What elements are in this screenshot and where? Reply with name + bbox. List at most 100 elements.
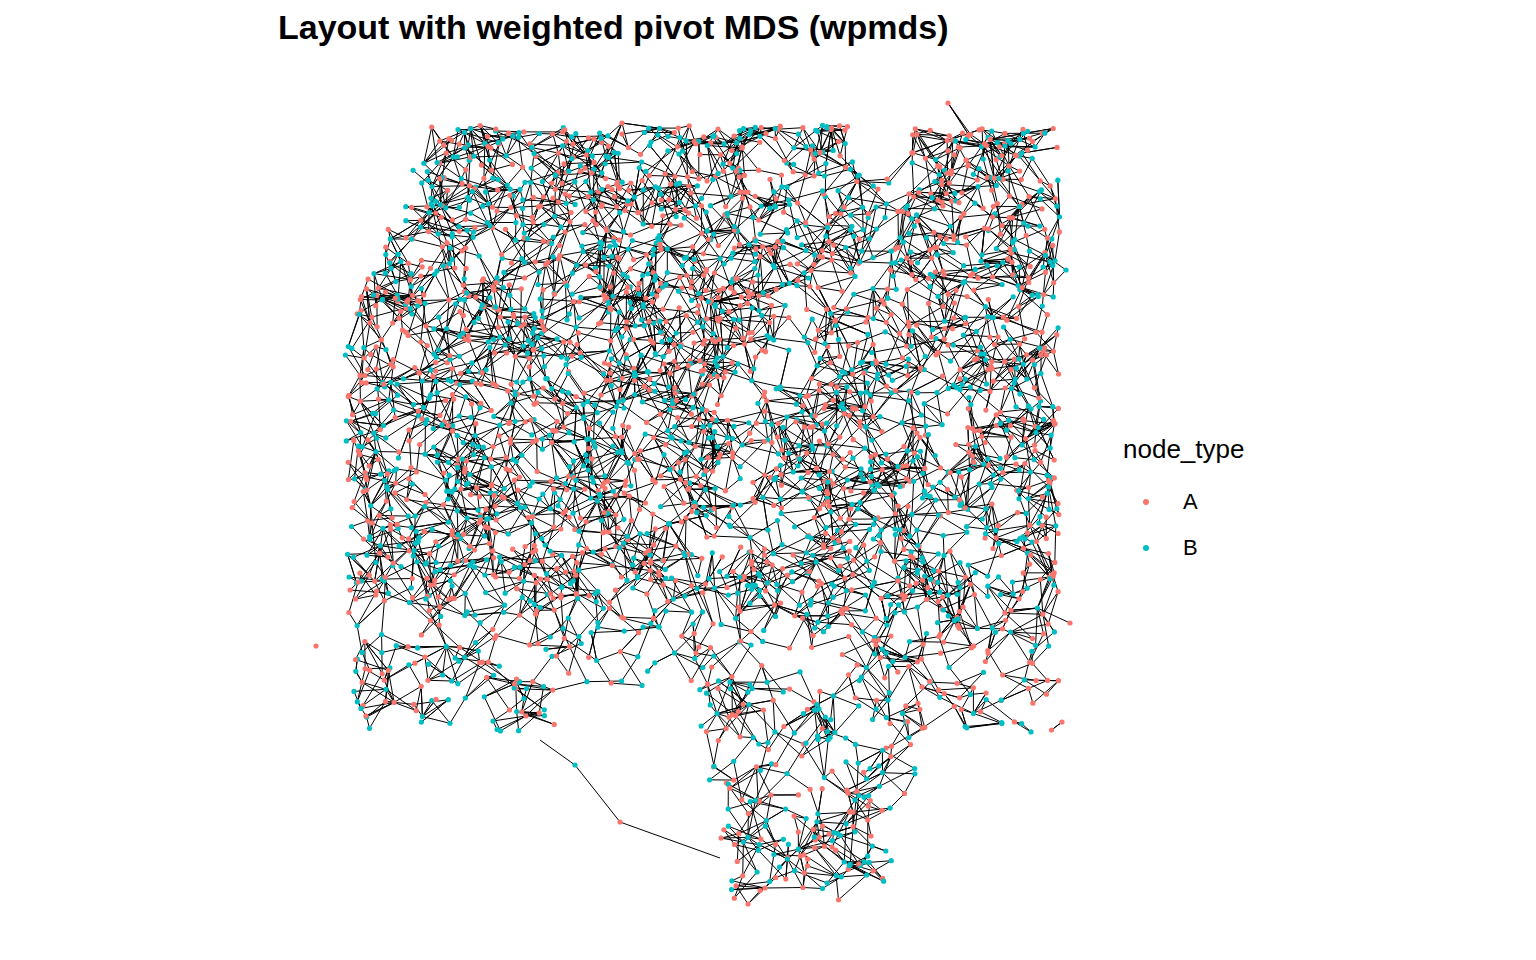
graph-node-dot	[468, 415, 473, 420]
graph-node-dot	[595, 620, 600, 625]
graph-node-dot	[690, 169, 695, 174]
graph-node-dot	[953, 138, 958, 143]
graph-node-dot	[695, 573, 700, 578]
graph-node-dot	[951, 315, 956, 320]
graph-node-dot	[905, 203, 910, 208]
graph-node-dot	[885, 177, 890, 182]
graph-node-dot	[433, 199, 438, 204]
graph-node-dot	[591, 549, 596, 554]
graph-node-dot	[374, 588, 379, 593]
graph-node-dot	[765, 680, 770, 685]
graph-node-dot	[620, 180, 625, 185]
graph-node-dot	[998, 232, 1003, 237]
graph-node-dot	[775, 518, 780, 523]
graph-node-dot	[801, 711, 806, 716]
graph-node-dot	[1009, 386, 1014, 391]
graph-node-dot	[998, 592, 1003, 597]
graph-node-dot	[884, 715, 889, 720]
graph-node-dot	[487, 345, 492, 350]
graph-node-dot	[888, 721, 893, 726]
graph-node-dot	[815, 811, 820, 816]
graph-node-dot	[542, 707, 547, 712]
graph-node-dot	[409, 465, 414, 470]
graph-node-dot	[398, 564, 403, 569]
graph-node-dot	[520, 165, 525, 170]
graph-node-dot	[457, 205, 462, 210]
graph-node-dot	[912, 766, 917, 771]
graph-node-dot	[828, 509, 833, 514]
graph-node-dot	[781, 245, 786, 250]
graph-node-dot	[830, 251, 835, 256]
graph-node-dot	[359, 650, 364, 655]
graph-node-dot	[541, 239, 546, 244]
graph-node-dot	[457, 297, 462, 302]
graph-node-dot	[443, 205, 448, 210]
graph-node-dot	[899, 536, 904, 541]
graph-node-dot	[983, 440, 988, 445]
graph-node-dot	[672, 650, 677, 655]
graph-node-dot	[1027, 249, 1032, 254]
graph-node-dot	[350, 505, 355, 510]
graph-node-dot	[650, 292, 655, 297]
graph-node-dot	[549, 479, 554, 484]
graph-node-dot	[578, 516, 583, 521]
graph-node-dot	[697, 687, 702, 692]
graph-node-dot	[739, 797, 744, 802]
graph-node-dot	[848, 213, 853, 218]
graph-node-dot	[799, 561, 804, 566]
graph-node-dot	[453, 301, 458, 306]
graph-node-dot	[449, 678, 454, 683]
graph-node-dot	[561, 339, 566, 344]
graph-node-dot	[914, 323, 919, 328]
graph-node-dot	[1038, 371, 1043, 376]
graph-node-dot	[865, 315, 870, 320]
graph-node-dot	[602, 510, 607, 515]
graph-node-dot	[1012, 455, 1017, 460]
graph-node-dot	[824, 307, 829, 312]
graph-node-dot	[726, 309, 731, 314]
graph-node-dot	[415, 645, 420, 650]
graph-node-dot	[871, 316, 876, 321]
graph-node-dot	[985, 594, 990, 599]
graph-node-dot	[957, 609, 962, 614]
graph-node-dot	[536, 390, 541, 395]
graph-node-dot	[843, 736, 848, 741]
graph-node-dot	[964, 294, 969, 299]
graph-node-dot	[373, 303, 378, 308]
graph-node-dot	[828, 555, 833, 560]
graph-node-dot	[409, 311, 414, 316]
graph-node-dot	[346, 610, 351, 615]
graph-node-dot	[472, 225, 477, 230]
graph-node-dot	[610, 426, 615, 431]
graph-node-dot	[490, 627, 495, 632]
graph-node-dot	[677, 305, 682, 310]
graph-node-dot	[763, 419, 768, 424]
graph-node-dot	[716, 738, 721, 743]
graph-node-dot	[567, 311, 572, 316]
graph-node-dot	[786, 315, 791, 320]
graph-node-dot	[1041, 631, 1046, 636]
graph-node-dot	[418, 224, 423, 229]
graph-node-dot	[889, 858, 894, 863]
graph-node-dot	[728, 686, 733, 691]
graph-node-dot	[603, 546, 608, 551]
graph-node-dot	[971, 460, 976, 465]
graph-node-dot	[1030, 661, 1035, 666]
graph-node-dot	[723, 488, 728, 493]
graph-node-dot	[699, 196, 704, 201]
graph-node-dot	[522, 505, 527, 510]
graph-node-dot	[649, 200, 654, 205]
graph-node-dot	[600, 202, 605, 207]
graph-node-dot	[792, 868, 797, 873]
graph-node-dot	[652, 381, 657, 386]
graph-node-dot	[642, 130, 647, 135]
graph-node-dot	[781, 210, 786, 215]
graph-node-dot	[626, 188, 631, 193]
graph-node-dot	[853, 545, 858, 550]
graph-node-dot	[1022, 461, 1027, 466]
graph-node-dot	[355, 623, 360, 628]
graph-node-dot	[998, 410, 1003, 415]
graph-node-dot	[661, 307, 666, 312]
graph-node-dot	[1037, 224, 1042, 229]
graph-node-dot	[790, 579, 795, 584]
